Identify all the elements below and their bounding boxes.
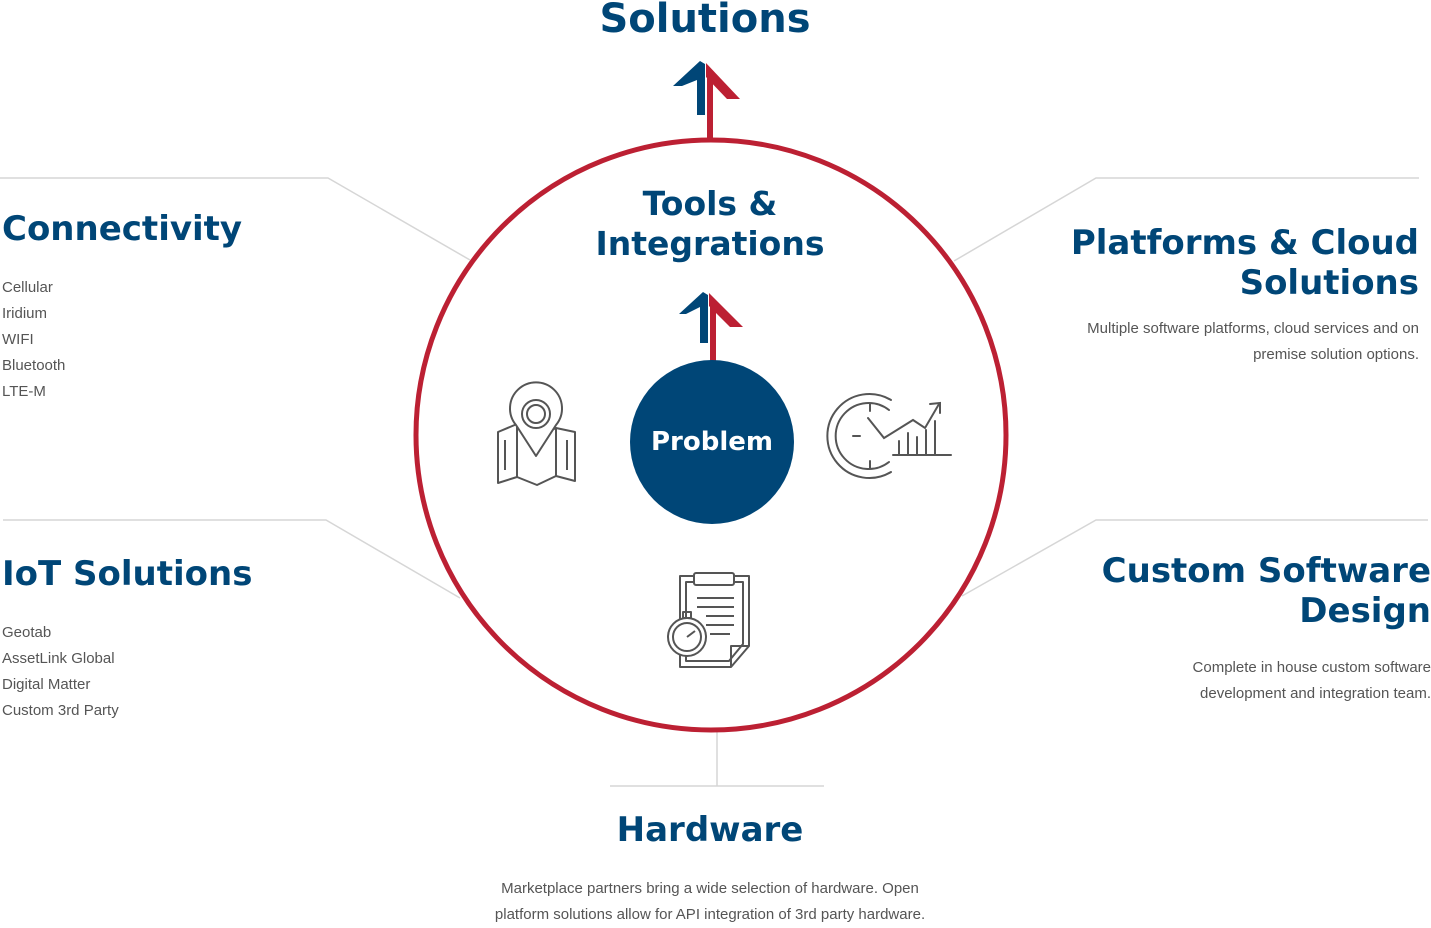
clipboard-stopwatch-icon <box>667 572 750 668</box>
hardware-description: Marketplace partners bring a wide select… <box>494 880 926 923</box>
connector-platforms <box>953 177 1419 262</box>
connectivity-list: Cellular Iridium WIFI Bluetooth LTE-M <box>2 275 65 405</box>
hardware-title: Hardware <box>616 810 804 850</box>
list-item: AssetLink Global <box>2 650 115 667</box>
tools-title: Tools & Integrations <box>595 184 825 263</box>
platforms-description: Multiple software platforms, cloud servi… <box>1087 320 1419 363</box>
custom-software-title: Custom Software Design <box>1101 551 1431 631</box>
problem-circle: Problem <box>630 360 794 524</box>
iot-list: Geotab AssetLink Global Digital Matter C… <box>2 620 119 724</box>
connector-custom-software <box>961 519 1428 597</box>
list-item: WIFI <box>2 331 34 348</box>
list-item: Iridium <box>2 305 48 322</box>
iot-title: IoT Solutions <box>2 554 253 594</box>
custom-software-description: Complete in house custom software develo… <box>1192 659 1431 702</box>
connector-iot <box>3 519 461 599</box>
solutions-title: Solutions <box>599 0 811 42</box>
platforms-title: Platforms & Cloud Solutions <box>1070 223 1419 303</box>
list-item: Digital Matter <box>2 676 91 693</box>
tools-arrow-icon <box>679 292 743 362</box>
list-item: Bluetooth <box>2 357 66 374</box>
map-pin-icon <box>497 381 576 486</box>
problem-label: Problem <box>651 427 773 457</box>
solutions-arrow-icon <box>673 61 740 140</box>
connector-connectivity <box>0 177 471 261</box>
clock-chart-icon <box>826 393 952 479</box>
list-item: Cellular <box>2 279 53 296</box>
list-item: LTE-M <box>2 383 46 400</box>
list-item: Geotab <box>2 624 52 641</box>
connectivity-title: Connectivity <box>2 209 243 249</box>
list-item: Custom 3rd Party <box>2 702 119 719</box>
